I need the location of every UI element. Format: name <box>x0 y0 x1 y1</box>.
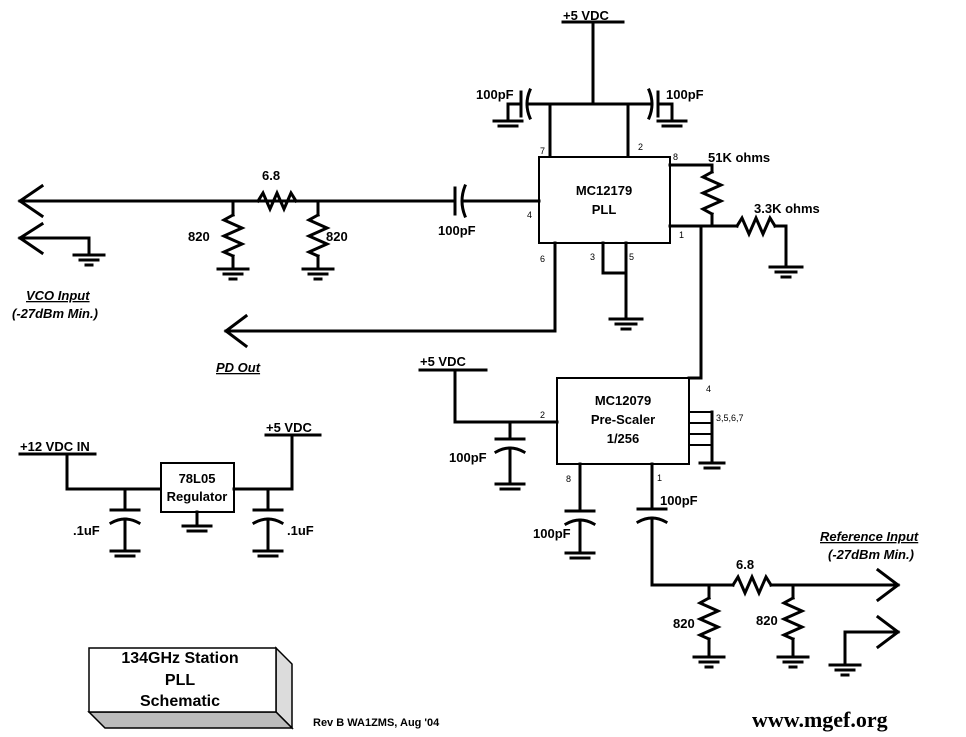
ps-pin-4: 4 <box>706 384 711 394</box>
res-6-8-bottom-label: 6.8 <box>736 557 754 572</box>
pd-out-label: PD Out <box>216 360 261 375</box>
title-block: 134GHz Station PLL Schematic <box>87 646 294 730</box>
res-820-c-label: 820 <box>673 616 695 631</box>
prescaler-chip: MC12079 Pre-Scaler 1/256 4 2 3,5,6,7 8 1… <box>418 354 744 587</box>
res-820-b-label: 820 <box>326 229 348 244</box>
cap-100pf-ps-1-label: 100pF <box>660 493 698 508</box>
pll-pin-2: 2 <box>638 142 643 152</box>
pll-chip-name: MC12179 <box>576 183 632 198</box>
pll-pin-8: 8 <box>673 152 678 162</box>
vcc-reg-label: +5 VDC <box>266 420 312 435</box>
pll-pin-6: 6 <box>540 254 545 264</box>
vco-input-path: 820 6.8 820 100pF VCO Input (-27dBm Min.… <box>12 168 541 321</box>
pll-supply-network: +5 VDC 100pF 100pF <box>476 8 704 159</box>
ps-chip-name: MC12079 <box>595 393 651 408</box>
pll-pin-5: 5 <box>629 252 634 262</box>
pll-pin-3: 3 <box>590 252 595 262</box>
cap-100pf-ps-8-label: 100pF <box>533 526 571 541</box>
cap-01uf-left-label: .1uF <box>73 523 100 538</box>
ps-pin-2: 2 <box>540 410 545 420</box>
ref-input-label: Reference Input <box>820 529 919 544</box>
pll-pin-1: 1 <box>679 230 684 240</box>
pll-pin-7: 7 <box>540 146 545 156</box>
vcc-top-label: +5 VDC <box>563 8 609 23</box>
reference-input-path: 6.8 820 820 Reference Input (-27dBm Min.… <box>650 529 919 677</box>
cap-100pf-ps-left-label: 100pF <box>449 450 487 465</box>
cap-100pf-top-right-label: 100pF <box>666 87 704 102</box>
res-51k-label: 51K ohms <box>708 150 770 165</box>
ps-chip-ratio: 1/256 <box>607 431 640 446</box>
title-line3: Schematic <box>140 693 220 710</box>
ps-pin-8: 8 <box>566 474 571 484</box>
vcc-mid-label: +5 VDC <box>420 354 466 369</box>
pd-out-path: PD Out <box>216 241 557 375</box>
cap-100pf-input-label: 100pF <box>438 223 476 238</box>
pll-chip: MC12179 PLL 7 2 8 4 1 6 3 5 <box>527 142 684 331</box>
reg-chip-sub: Regulator <box>167 489 228 504</box>
cap-01uf-right-label: .1uF <box>287 523 314 538</box>
revision-label: Rev B WA1ZMS, Aug '04 <box>313 717 440 729</box>
ps-chip-sub: Pre-Scaler <box>591 412 655 427</box>
ref-min-label: (-27dBm Min.) <box>828 547 914 562</box>
reg-chip-name: 78L05 <box>179 471 216 486</box>
pll-pin-4: 4 <box>527 210 532 220</box>
title-line2: PLL <box>165 672 195 689</box>
ps-pin-3567: 3,5,6,7 <box>716 413 744 423</box>
vco-input-label: VCO Input <box>26 288 90 303</box>
website-label: www.mgef.org <box>752 707 888 732</box>
res-3-3k-label: 3.3K ohms <box>754 201 820 216</box>
vin-12-label: +12 VDC IN <box>20 439 90 454</box>
pll-chip-sub: PLL <box>592 202 617 217</box>
res-820-a-label: 820 <box>188 229 210 244</box>
ps-pin-1: 1 <box>657 473 662 483</box>
title-line1: 134GHz Station <box>121 650 238 667</box>
pll-bias-network: 51K ohms 3.3K ohms <box>668 150 820 380</box>
regulator-section: +12 VDC IN 78L05 Regulator +5 VDC .1uF .… <box>18 420 322 558</box>
cap-100pf-top-left-label: 100pF <box>476 87 514 102</box>
res-820-d-label: 820 <box>756 613 778 628</box>
vco-min-label: (-27dBm Min.) <box>12 306 98 321</box>
res-6-8-top-label: 6.8 <box>262 168 280 183</box>
